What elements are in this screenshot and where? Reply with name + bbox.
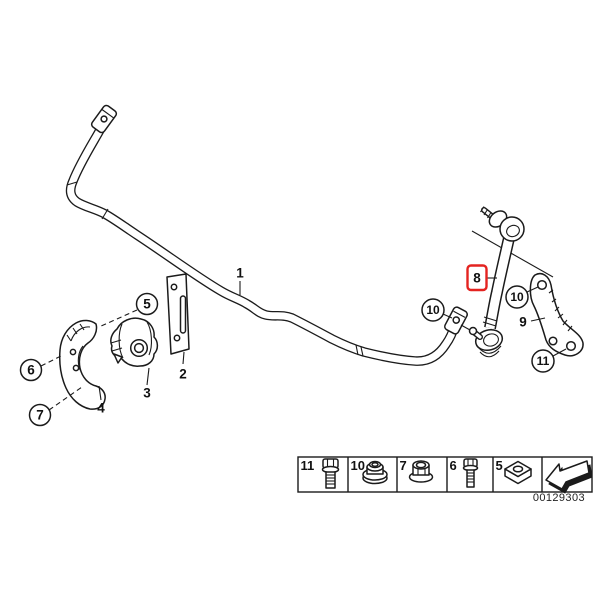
hex-bolt-long-icon: [321, 458, 340, 489]
link-lower-balljoint: [474, 328, 504, 358]
callout-8-label: 8: [473, 271, 481, 286]
square-nut-icon: [504, 460, 532, 485]
callout-4-label: 4: [97, 401, 105, 416]
part-number-label: 00129303: [533, 492, 585, 504]
link-support-bracket: [529, 272, 584, 357]
bar-seam: [66, 181, 78, 186]
callout-9: 9: [519, 315, 527, 330]
bar-joint-mark: [355, 344, 359, 356]
bushing-clamp: [59, 319, 106, 410]
link-upper-balljoint: [499, 216, 525, 242]
callout-7: 7: [28, 403, 52, 427]
callout-6-label: 6: [27, 363, 35, 378]
callout-7-label: 7: [36, 408, 44, 423]
callout-1-label: 1: [236, 266, 244, 281]
legend-11-label: 11: [301, 458, 315, 473]
legend-6-label: 6: [450, 458, 457, 473]
legend-7-label: 7: [400, 458, 407, 473]
callout-10-left: 10: [421, 298, 445, 322]
bar-end-eyelet-left: [90, 104, 118, 134]
callout-1: 1: [236, 266, 244, 281]
callout-10-right-label: 10: [510, 290, 524, 304]
legend-cell-11: 11: [301, 458, 340, 489]
callout-8-highlighted: 8: [466, 264, 488, 292]
callout-5-label: 5: [143, 297, 151, 312]
highlight-box: [466, 264, 488, 292]
callout-10-right: 10: [505, 285, 529, 309]
hex-bolt-short-icon: [462, 458, 479, 488]
callout-4: 4: [97, 401, 105, 416]
callout-9-label: 9: [519, 315, 527, 330]
legend-5-label: 5: [496, 458, 503, 473]
stabilizer-bar: [65, 104, 469, 366]
leader-lines: [40, 277, 567, 411]
callout-10-left-label: 10: [426, 303, 440, 317]
flange-lock-nut-icon: [362, 460, 388, 485]
callout-2: 2: [179, 367, 187, 382]
stabilizer-link: [471, 206, 554, 358]
callout-2-label: 2: [179, 367, 187, 382]
callout-3-label: 3: [143, 386, 151, 401]
stabilizer-bushing: [110, 317, 159, 367]
callout-6: 6: [19, 358, 43, 382]
callout-3: 3: [143, 386, 151, 401]
flange-nut-icon: [408, 460, 434, 483]
assembly-axis-line: [471, 230, 554, 278]
callout-11: 11: [531, 349, 555, 373]
bar-joint-mark: [360, 346, 364, 357]
bracket-plate: [166, 273, 190, 355]
bar-end-eyelet-right: [443, 306, 469, 335]
legend-cell-arrow: [545, 460, 593, 494]
bar-seam: [101, 208, 109, 220]
legend-cell-5: 5: [496, 458, 532, 485]
callout-11-label: 11: [537, 354, 550, 368]
legend-cell-6: 6: [450, 458, 479, 488]
fasteners-legend: 11 10: [297, 456, 593, 494]
legend-cell-10: 10: [351, 458, 388, 485]
direction-arrow-icon: [545, 460, 593, 494]
callout-5: 5: [135, 292, 159, 316]
legend-cell-7: 7: [400, 458, 434, 483]
link-mount-stud: [460, 324, 483, 340]
legend-10-label: 10: [351, 458, 365, 473]
